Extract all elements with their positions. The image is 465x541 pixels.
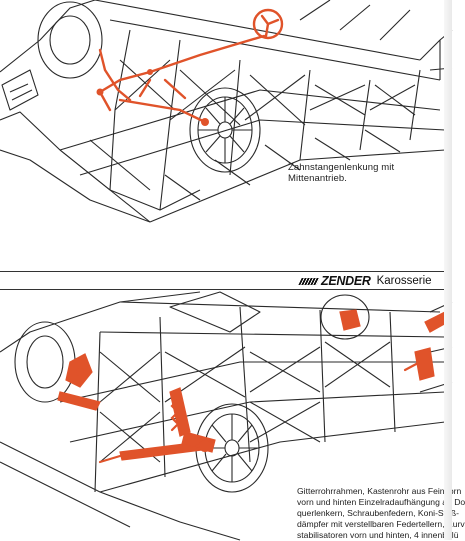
suspension-highlight xyxy=(57,309,449,461)
chassis-caption-line: querlenkern, Schraubenfedern, Koni-Stoß- xyxy=(297,508,459,518)
rule-line-bottom xyxy=(0,289,452,290)
brand-logo-text: ZENDER xyxy=(321,274,371,288)
brand-stripe-icon xyxy=(298,277,320,285)
brand-logo: ZENDER xyxy=(298,274,371,288)
rule-line-top xyxy=(0,271,452,272)
chassis-caption-line: Gitterrohrrahmen, Kastenrohr aus Feinkor… xyxy=(297,486,462,496)
chassis-caption: Gitterrohrrahmen, Kastenrohr aus Feinkor… xyxy=(297,486,465,541)
steering-system-highlight xyxy=(98,8,284,124)
page-edge-shadow xyxy=(444,0,452,540)
section-header: ZENDER Karosserie xyxy=(298,273,432,289)
chassis-caption-line: dämpfer mit verstellbaren Federtellern, … xyxy=(297,519,465,529)
suspension-illustration xyxy=(0,291,453,541)
steering-caption: Zahnstangenlenkung mit Mittenantrieb. xyxy=(288,162,395,184)
chassis-caption-line: stabilisatoren vorn und hinten, 4 innenb… xyxy=(297,530,459,540)
chassis-caption-line: vorn und hinten Einzelradaufhängung an D… xyxy=(297,497,465,507)
steering-illustration: Zahnstangenlenkung mit Mittenantrieb. xyxy=(0,0,453,268)
section-title: Karosserie xyxy=(376,275,432,287)
chassis-drawing-bottom xyxy=(0,291,453,541)
chassis-drawing-top xyxy=(0,0,453,223)
section-header-rule: ZENDER Karosserie xyxy=(0,270,452,292)
